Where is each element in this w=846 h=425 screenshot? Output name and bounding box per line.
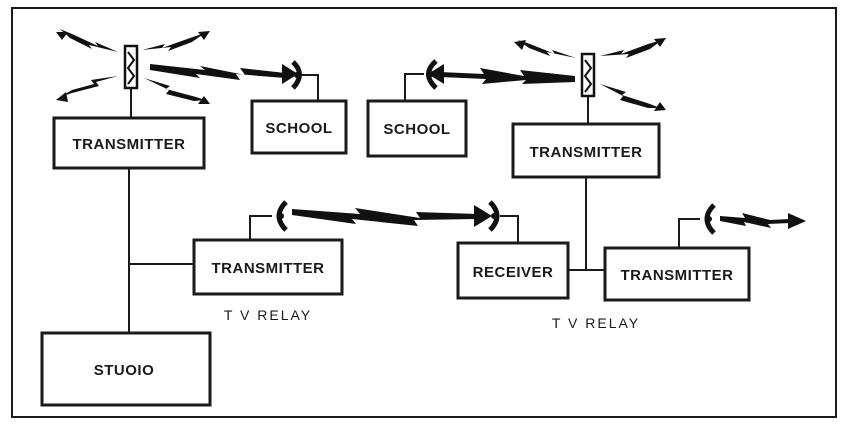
relay-dish-far-right-icon xyxy=(704,203,716,235)
outgoing-beam-icon xyxy=(720,213,806,229)
diagram-frame xyxy=(11,7,837,418)
left-school-dish-icon xyxy=(291,60,302,90)
svg-text:SCHOOL: SCHOOL xyxy=(265,120,332,137)
svg-text:RECEIVER: RECEIVER xyxy=(473,264,554,281)
relay-transmitter-box-right: TRANSMITTER xyxy=(603,246,751,302)
school-box-left: SCHOOL xyxy=(250,99,348,155)
svg-text:STUOIO: STUOIO xyxy=(94,362,155,379)
svg-text:SCHOOL: SCHOOL xyxy=(383,121,450,138)
studio-box: STUOIO xyxy=(40,331,212,407)
tv-relay-caption-right: T V RELAY xyxy=(552,315,640,331)
svg-text:TRANSMITTER: TRANSMITTER xyxy=(73,136,186,153)
tv-relay-caption-left: T V RELAY xyxy=(224,307,312,323)
svg-text:TRANSMITTER: TRANSMITTER xyxy=(621,267,734,284)
beam-to-left-school xyxy=(150,64,298,84)
relay-dish-right-icon xyxy=(488,200,500,232)
relay-beam xyxy=(292,205,492,227)
right-tower-radiation-icon xyxy=(514,38,666,111)
left-antenna-tower xyxy=(123,44,139,90)
transmitter-box-left: TRANSMITTER xyxy=(52,116,206,170)
right-antenna-tower xyxy=(580,52,596,98)
svg-text:TRANSMITTER: TRANSMITTER xyxy=(530,144,643,161)
left-tower-radiation-icon xyxy=(56,29,210,104)
relay-transmitter-box-left: TRANSMITTER xyxy=(192,238,344,296)
school-box-right: SCHOOL xyxy=(366,99,468,158)
receiver-box: RECEIVER xyxy=(456,241,570,300)
transmitter-box-right: TRANSMITTER xyxy=(511,122,661,179)
beam-to-right-school xyxy=(428,64,575,84)
svg-text:TRANSMITTER: TRANSMITTER xyxy=(212,260,325,277)
relay-dish-left-icon xyxy=(276,200,288,232)
right-school-dish-icon xyxy=(426,59,438,90)
